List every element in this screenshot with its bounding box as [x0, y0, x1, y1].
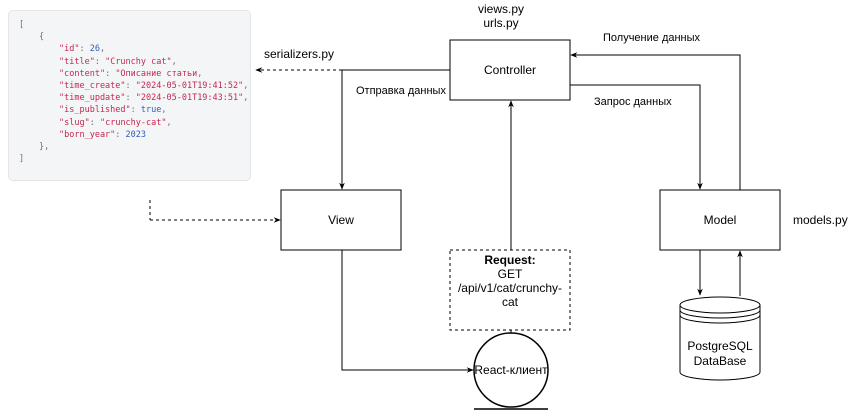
- json-field-separator: :: [130, 105, 141, 116]
- json-field-comma: ,: [166, 117, 172, 128]
- controller-label: Controller: [484, 63, 536, 77]
- database-label-line-2: DataBase: [694, 354, 747, 368]
- json-field-value: "Crunchy cat": [105, 56, 172, 67]
- request-box: [449, 249, 571, 331]
- json-field-comma: ,: [243, 93, 249, 104]
- json-close-brace: },: [39, 141, 50, 152]
- views-file-label: views.py: [478, 2, 524, 16]
- json-field-separator: :: [89, 117, 100, 128]
- json-field-key: "id": [59, 44, 80, 55]
- json-field-separator: :: [125, 93, 136, 104]
- json-field-separator: :: [79, 44, 90, 55]
- react-client-label: React-клиент: [474, 363, 548, 377]
- json-field-comma: ,: [243, 80, 249, 91]
- json-field-value: "2024-05-01T19:41:52": [135, 80, 244, 91]
- json-field-value: "Описание статьи: [115, 68, 198, 79]
- request-data-label: Запрос данных: [594, 96, 672, 108]
- request-line-path-end: cat: [502, 295, 519, 309]
- view-label: View: [328, 213, 354, 227]
- model-box: [659, 189, 781, 251]
- json-field-row: "title": "Crunchy cat",: [19, 56, 250, 68]
- json-field-row: "is_published": true,: [19, 104, 250, 116]
- json-field-separator: :: [94, 56, 106, 67]
- json-field-row: "time_create": "2024-05-01T19:41:52",: [19, 80, 250, 92]
- arrow-controller-to-model: [570, 84, 703, 190]
- json-field-separator: :: [105, 68, 116, 79]
- json-field-separator: :: [115, 129, 126, 140]
- json-field-row: "slug": "crunchy-cat",: [19, 117, 250, 129]
- arrow-controller-to-view: [339, 69, 450, 190]
- request-line-path: /api/v1/cat/crunchy-: [458, 281, 562, 295]
- json-field-value: 2023: [125, 129, 147, 140]
- urls-file-label: urls.py: [483, 16, 518, 30]
- request-line-method: GET: [498, 267, 523, 281]
- json-open-bracket: [: [19, 20, 25, 30]
- json-field-key: "slug": [59, 117, 90, 128]
- json-field-row: "time_update": "2024-05-01T19:43:51",: [19, 92, 250, 104]
- database-cylinder: [679, 296, 761, 381]
- controller-box: [449, 39, 571, 101]
- json-field-comma: ,: [161, 105, 167, 116]
- json-field-key: "content": [59, 68, 106, 79]
- send-data-label: Отправка данных: [356, 85, 446, 97]
- json-field-key: "title": [59, 56, 95, 67]
- json-field-row: "born_year": 2023: [19, 129, 250, 141]
- json-open-brace: {: [39, 32, 45, 43]
- json-field-comma: ,: [197, 68, 203, 79]
- json-field-separator: :: [125, 80, 136, 91]
- get-data-label: Получение данных: [603, 32, 701, 44]
- models-file-label: models.py: [793, 213, 848, 227]
- database-label-line-1: PostgreSQL: [687, 339, 753, 353]
- json-field-key: "is_published": [59, 105, 131, 116]
- json-field-value: true: [140, 105, 162, 116]
- json-field-key: "time_update": [59, 93, 126, 104]
- request-title: Request:: [484, 253, 535, 267]
- json-field-value: "crunchy-cat": [99, 117, 167, 128]
- view-box: [280, 189, 402, 251]
- json-close-bracket: ]: [19, 154, 25, 165]
- model-label: Model: [704, 213, 737, 227]
- json-field-key: "born_year": [59, 129, 116, 140]
- json-field-value: "2024-05-01T19:43:51": [135, 93, 244, 104]
- arrow-model-to-controller: [570, 52, 741, 190]
- json-field-comma: ,: [171, 56, 177, 67]
- json-field-key: "time_create": [59, 80, 126, 91]
- json-field-row: "content": "Описание статьи,: [19, 68, 250, 80]
- json-response-panel: [ { "id": 26,"title": "Crunchy cat","con…: [8, 10, 251, 181]
- json-field-value: 26: [89, 44, 100, 55]
- json-field-comma: ,: [99, 44, 106, 55]
- json-field-row: "id": 26,: [19, 43, 250, 55]
- serializers-file-label: serializers.py: [264, 47, 334, 61]
- arrow-view-to-client: [341, 250, 474, 373]
